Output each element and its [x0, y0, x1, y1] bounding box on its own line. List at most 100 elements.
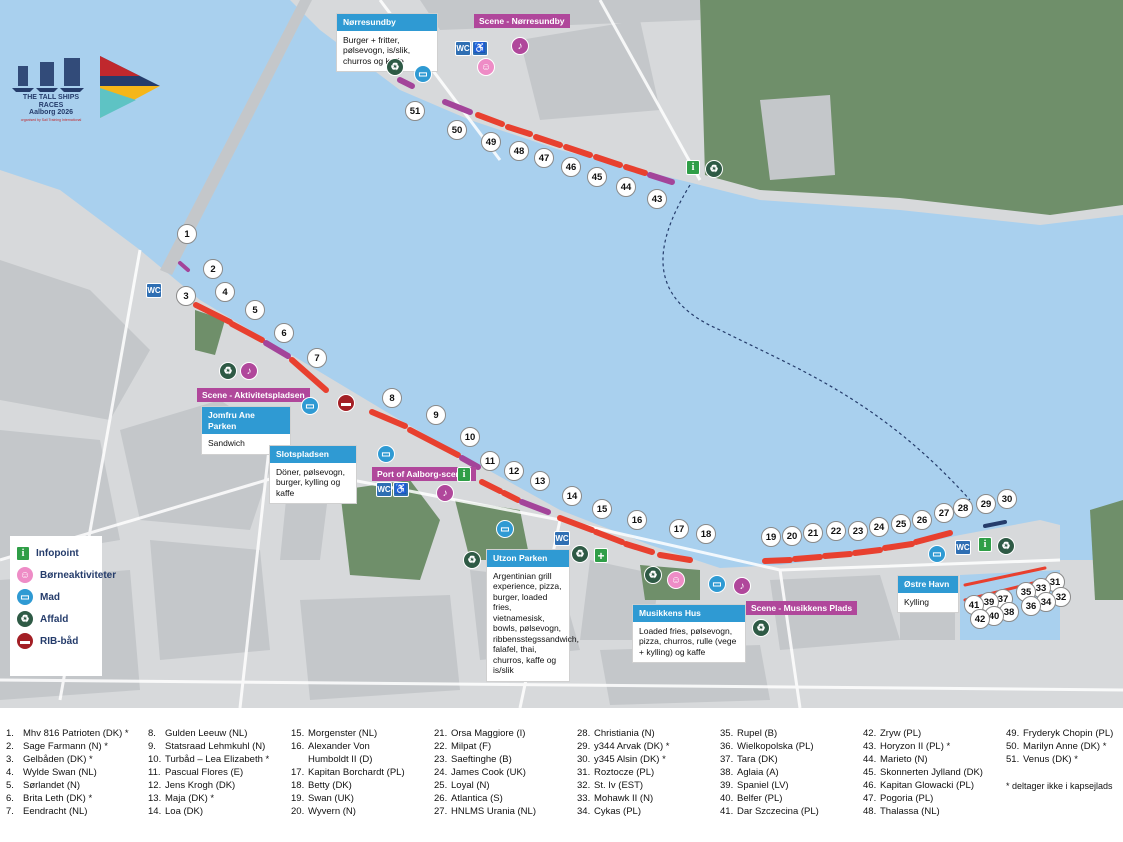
ship-name: Venus (DK) * [1023, 754, 1078, 765]
ship-name: y345 Alsin (DK) * [594, 754, 666, 765]
area-utzon-parken[interactable]: Utzon Parken Argentinian grill experienc… [486, 549, 579, 682]
berth-pin[interactable]: 17 [669, 519, 689, 539]
berth-pin[interactable]: 24 [869, 517, 889, 537]
ship-entry: 9.Statsraad Lehmkuhl (N) [148, 740, 269, 753]
ship-entry: 21.Orsa Maggiore (I) [434, 727, 536, 740]
berth-pin[interactable]: 12 [504, 461, 524, 481]
area-musikkens-hus[interactable]: Musikkens Hus Loaded fries, pølsevogn, p… [632, 604, 746, 663]
berth-pin[interactable]: 30 [997, 489, 1017, 509]
berth-pin[interactable]: 49 [481, 132, 501, 152]
berth-pin[interactable]: 15 [592, 499, 612, 519]
ship-entry: 51.Venus (DK) * [1006, 753, 1113, 766]
ship-number: 39. [720, 780, 734, 791]
ship-entry: 26.Atlantica (S) [434, 792, 536, 805]
ship-number: 50. [1006, 741, 1020, 752]
berth-pin[interactable]: 25 [891, 514, 911, 534]
ship-number: 7. [6, 806, 14, 817]
berth-pin[interactable]: 44 [616, 177, 636, 197]
ship-entry: Humboldt II (D) [291, 753, 405, 766]
berth-pin[interactable]: 29 [976, 494, 996, 514]
harbour-map[interactable]: THE TALL SHIPS RACES Aalborg 2026 organi… [0, 0, 1123, 708]
berth-pin[interactable]: 26 [912, 510, 932, 530]
ship-number: 25. [434, 780, 448, 791]
logo-line3: organised by Sail Training International [20, 117, 82, 122]
berth-pin[interactable]: 50 [447, 120, 467, 140]
berth-pin[interactable]: 4 [215, 282, 235, 302]
stage-aktivitetspladsen[interactable]: Scene - Aktivitetspladsen [197, 388, 310, 402]
berth-pin[interactable]: 6 [274, 323, 294, 343]
berth-pin[interactable]: 13 [530, 471, 550, 491]
food-icon: ▭ [16, 588, 34, 606]
stage-musikkens-plads[interactable]: Scene - Musikkens Plads [746, 601, 858, 615]
ship-name: Skonnerten Jylland (DK) [880, 767, 983, 778]
berth-pin[interactable]: 18 [696, 524, 716, 544]
ship-number: 35. [720, 728, 734, 739]
ship-name: Loa (DK) [165, 806, 204, 817]
area-desc: Sandwich [208, 438, 245, 448]
berth-pin[interactable]: 21 [803, 523, 823, 543]
area-norresundby[interactable]: Nørresundby Burger + fritter, pølsevogn,… [336, 13, 438, 72]
berth-pin[interactable]: 28 [953, 498, 973, 518]
berth-pin[interactable]: 42 [970, 609, 990, 629]
ship-entry: 37.Tara (DK) [720, 753, 819, 766]
ship-entry: 29.y344 Arvak (DK) * [577, 740, 670, 753]
ship-name: Humboldt II (D) [308, 754, 373, 765]
ship-entry: 42.Zryw (PL) [863, 727, 983, 740]
berth-pin[interactable]: 45 [587, 167, 607, 187]
ship-name: Thalassa (NL) [880, 806, 940, 817]
berth-pin[interactable]: 51 [405, 101, 425, 121]
berth-pin[interactable]: 8 [382, 388, 402, 408]
berth-pin[interactable]: 19 [761, 527, 781, 547]
berth-pin[interactable]: 23 [848, 521, 868, 541]
legend-row-kids: ☺Børneaktiviteter [16, 564, 116, 586]
ship-entry: 32.St. Iv (EST) [577, 779, 670, 792]
ship-entry: 11.Pascual Flores (E) [148, 766, 269, 779]
berth-pin[interactable]: 27 [934, 503, 954, 523]
berth-pin[interactable]: 10 [460, 427, 480, 447]
ship-name: Christiania (N) [594, 728, 655, 739]
ship-entry: 39.Spaniel (LV) [720, 779, 819, 792]
ship-list: 1.Mhv 816 Patrioten (DK) *2.Sage Farmann… [0, 708, 1123, 842]
toilet-icon: WC [955, 540, 971, 555]
area-desc: Döner, pølsevogn, burger, kylling og kaf… [276, 466, 345, 498]
ship-name: Marilyn Anne (DK) * [1023, 741, 1107, 752]
berth-pin[interactable]: 11 [480, 451, 500, 471]
berth-pin[interactable]: 1 [177, 224, 197, 244]
toilet-icon: WC [455, 41, 471, 56]
berth-pin[interactable]: 48 [509, 141, 529, 161]
ship-number: 32. [577, 780, 591, 791]
food-icon: ▭ [708, 575, 726, 593]
stage-microphone-icon: ♪ [240, 362, 258, 380]
ship-column-2: 8.Gulden Leeuw (NL)9.Statsraad Lehmkuhl … [148, 727, 269, 818]
ship-name: St. Iv (EST) [594, 780, 644, 791]
stage-norresundby[interactable]: Scene - Nørresundby [474, 14, 570, 28]
ship-number: 8. [148, 728, 156, 739]
berth-pin[interactable]: 5 [245, 300, 265, 320]
ship-entry: 23.Saeftinghe (B) [434, 753, 536, 766]
berth-pin[interactable]: 46 [561, 157, 581, 177]
ship-name: Cykas (PL) [594, 806, 641, 817]
berth-pin[interactable]: 36 [1021, 596, 1041, 616]
ship-number: 36. [720, 741, 734, 752]
berth-pin[interactable]: 14 [562, 486, 582, 506]
berth-pin[interactable]: 47 [534, 148, 554, 168]
berth-pin[interactable]: 16 [627, 510, 647, 530]
waste-icon: ♻ [386, 58, 404, 76]
berth-pin[interactable]: 20 [782, 526, 802, 546]
area-slotspladsen[interactable]: Slotspladsen Döner, pølsevogn, burger, k… [269, 445, 357, 504]
ship-entry: 17.Kapitan Borchardt (PL) [291, 766, 405, 779]
berth-pin[interactable]: 43 [647, 189, 667, 209]
ship-entry: 25.Loyal (N) [434, 779, 536, 792]
berth-pin[interactable]: 9 [426, 405, 446, 425]
berth-pin[interactable]: 22 [826, 521, 846, 541]
stage-port-of-aalborg[interactable]: Port of Aalborg-scenen [372, 467, 476, 481]
berth-pin[interactable]: 3 [176, 286, 196, 306]
ship-name: Dar Szczecina (PL) [737, 806, 819, 817]
berth-pin[interactable]: 7 [307, 348, 327, 368]
berth-pin[interactable]: 2 [203, 259, 223, 279]
legend-label: RIB-båd [40, 635, 79, 647]
ship-entry: 16.Alexander Von [291, 740, 405, 753]
area-ostre-havn[interactable]: Østre Havn Kylling [897, 575, 959, 613]
kids-icon: ☺ [16, 566, 34, 584]
ship-entry: 45.Skonnerten Jylland (DK) [863, 766, 983, 779]
